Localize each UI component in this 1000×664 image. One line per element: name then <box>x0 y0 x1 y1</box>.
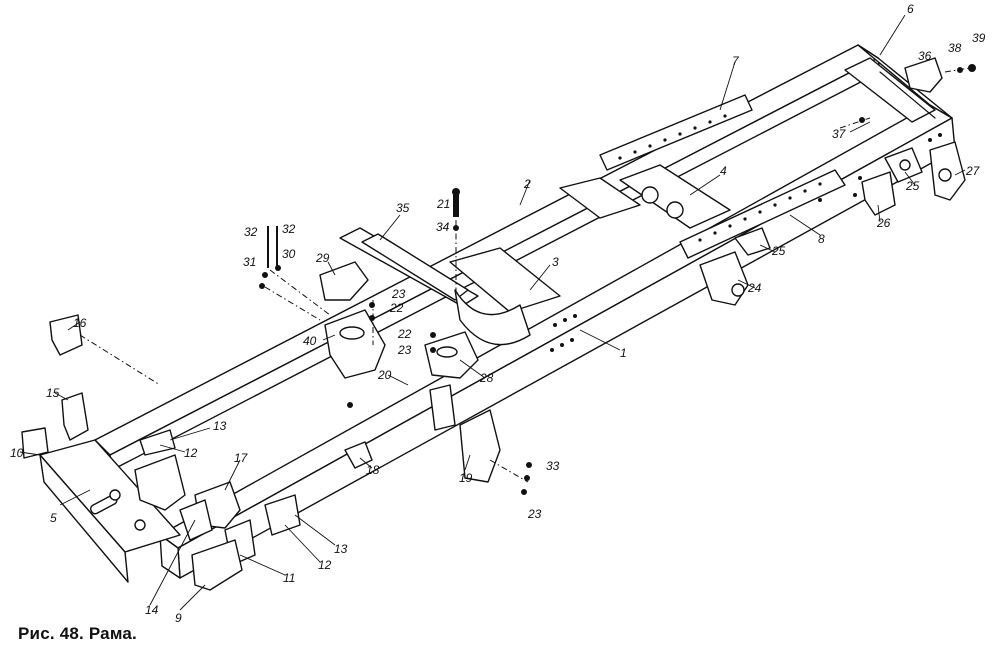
callout-24: 24 <box>747 281 762 295</box>
front-bumper <box>21 427 181 583</box>
callout-13b: 13 <box>334 542 348 556</box>
bracket-25a <box>734 227 771 256</box>
leaders <box>19 14 966 611</box>
callout-7: 7 <box>732 54 740 68</box>
callout-18: 18 <box>366 463 380 477</box>
callout-13a: 13 <box>213 419 227 433</box>
callout-31: 31 <box>243 255 256 269</box>
callout-22a: 22 <box>389 301 404 315</box>
callout-10: 10 <box>10 446 24 460</box>
callout-21: 21 <box>436 197 450 211</box>
callout-9: 9 <box>175 611 182 625</box>
bracket-40 <box>324 309 386 379</box>
callout-19: 19 <box>459 471 473 485</box>
callout-12b: 12 <box>318 558 332 572</box>
callout-23b: 23 <box>397 343 412 357</box>
callout-28: 28 <box>479 371 494 385</box>
callout-20: 20 <box>377 368 392 382</box>
crossmember-35 <box>339 227 479 307</box>
callout-23c: 23 <box>527 507 542 521</box>
bracket-27 <box>929 141 966 201</box>
bracket-16 <box>49 314 83 356</box>
callout-12a: 12 <box>184 446 198 460</box>
callout-6: 6 <box>907 2 914 16</box>
callout-23a: 23 <box>391 287 406 301</box>
bracket-25b <box>884 147 923 183</box>
crossmember-mid <box>559 177 641 219</box>
callout-17: 17 <box>234 451 249 465</box>
tow-hook-14 <box>179 499 213 541</box>
bracket-28 <box>424 331 479 379</box>
bracket-29 <box>319 261 369 301</box>
bracket-18 <box>344 441 373 469</box>
callout-5: 5 <box>50 511 57 525</box>
callout-39: 39 <box>972 31 986 45</box>
callout-30: 30 <box>282 247 296 261</box>
callout-27: 27 <box>965 164 981 178</box>
callout-1: 1 <box>620 346 627 360</box>
callout-22b: 22 <box>397 327 412 341</box>
bracket-15 <box>61 392 89 441</box>
callout-32b: 32 <box>282 222 296 236</box>
callout-15: 15 <box>46 386 60 400</box>
bracket-36 <box>904 57 943 93</box>
bolts <box>259 64 976 495</box>
callout-25a: 25 <box>771 244 786 258</box>
bracket-26 <box>861 171 896 216</box>
bracket-12 <box>139 429 301 536</box>
reinforcement-7 <box>599 94 753 171</box>
bracket-front-spring <box>134 454 186 511</box>
callout-40: 40 <box>303 334 317 348</box>
callout-11: 11 <box>283 571 295 585</box>
callout-4: 4 <box>720 164 727 178</box>
callout-26: 26 <box>876 216 891 230</box>
callout-38: 38 <box>948 41 962 55</box>
rear-crossmember <box>844 44 953 123</box>
reinforcement-8 <box>679 169 846 259</box>
crossmember-4 <box>619 164 731 229</box>
callout-2: 2 <box>523 177 531 191</box>
callout-3: 3 <box>552 255 559 269</box>
callout-14: 14 <box>145 603 159 617</box>
callout-16: 16 <box>73 316 87 330</box>
callout-25b: 25 <box>905 179 920 193</box>
callout-34: 34 <box>436 220 450 234</box>
callout-35: 35 <box>396 201 410 215</box>
callout-32a: 32 <box>244 225 258 239</box>
bracket-19 <box>429 384 501 483</box>
callout-37: 37 <box>832 127 847 141</box>
assembly-lines <box>79 67 971 483</box>
crossmember-3 <box>449 247 561 346</box>
bracket-9 <box>191 539 243 591</box>
callout-labels: 1 2 3 4 5 6 7 8 9 10 11 12 12 13 13 14 1… <box>10 2 986 625</box>
figure-caption: Рис. 48. Рама. <box>18 624 137 643</box>
bracket-24 <box>699 251 749 306</box>
callout-29: 29 <box>315 251 330 265</box>
callout-36: 36 <box>918 49 932 63</box>
callout-8: 8 <box>818 232 825 246</box>
callout-33: 33 <box>546 459 560 473</box>
